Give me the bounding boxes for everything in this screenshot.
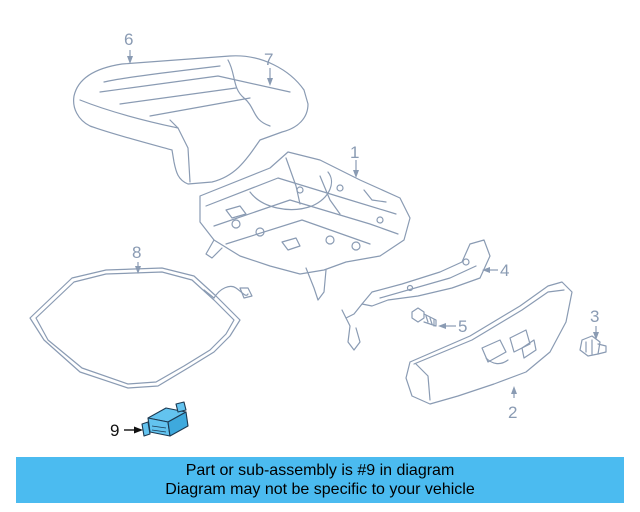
bolt xyxy=(411,307,437,327)
parts-diagram: 6 7 1 8 4 5 3 2 9 xyxy=(29,30,607,440)
occupant-sensor-mat xyxy=(29,267,253,389)
banner-line-1: Part or sub-assembly is #9 in diagram xyxy=(185,462,455,479)
callout-3: 3 xyxy=(590,307,599,326)
callout-4: 4 xyxy=(500,261,509,280)
callout-1: 1 xyxy=(350,143,359,162)
banner-line-2: Diagram may not be specific to your vehi… xyxy=(165,481,475,498)
seat-frame xyxy=(199,151,411,301)
seat-cushion-pad xyxy=(73,55,309,185)
side-shield-cover xyxy=(405,281,573,405)
seat-track-bracket xyxy=(341,239,491,351)
callout-8: 8 xyxy=(132,243,141,262)
clip xyxy=(579,335,607,357)
info-banner: Part or sub-assembly is #9 in diagram Di… xyxy=(16,457,624,503)
callout-9: 9 xyxy=(110,421,119,440)
callout-5: 5 xyxy=(458,317,467,336)
part-9-sensor-module xyxy=(141,401,189,437)
callout-6: 6 xyxy=(124,30,133,49)
callout-2: 2 xyxy=(508,403,517,422)
callout-7: 7 xyxy=(264,50,273,69)
leader-lines xyxy=(124,50,599,434)
